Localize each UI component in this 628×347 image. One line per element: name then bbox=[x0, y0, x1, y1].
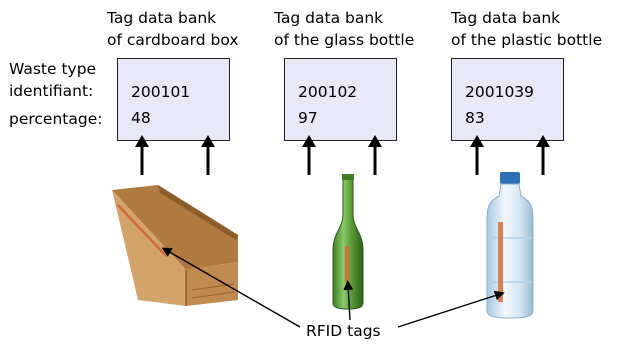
data-bank-cardboard: 200101 48 bbox=[117, 58, 230, 141]
caption-plastic-line1: Tag data bank bbox=[451, 9, 561, 27]
percentage-label: percentage: bbox=[9, 110, 103, 128]
waste-type-label-line1: Waste type bbox=[9, 60, 97, 78]
plastic-percentage: 83 bbox=[465, 109, 485, 127]
cardboard-box-image bbox=[112, 185, 238, 306]
waste-type-label-line2: identifiant: bbox=[9, 82, 94, 100]
caption-glass-line1: Tag data bank bbox=[274, 9, 384, 27]
data-bank-glass: 200102 97 bbox=[284, 58, 397, 141]
caption-glass-line2: of the glass bottle bbox=[274, 31, 415, 49]
plastic-waste-id: 2001039 bbox=[465, 83, 535, 101]
glass-percentage: 97 bbox=[298, 109, 318, 127]
pointer-to-glass-tag bbox=[343, 280, 354, 321]
pointer-to-plastic-tag bbox=[397, 290, 505, 328]
arrow-group bbox=[135, 135, 550, 175]
cardboard-percentage: 48 bbox=[131, 109, 151, 127]
rfid-tags-label: RFID tags bbox=[306, 322, 381, 340]
plastic-bottle-image bbox=[486, 172, 534, 319]
caption-cardboard: Tag data bank of cardboard box bbox=[107, 7, 239, 51]
pointer-to-cardboard-tag bbox=[161, 247, 301, 328]
caption-plastic-line2: of the plastic bottle bbox=[451, 31, 603, 49]
caption-plastic: Tag data bank of the plastic bottle bbox=[451, 7, 602, 51]
glass-waste-id: 200102 bbox=[298, 83, 358, 101]
caption-cardboard-line1: Tag data bank bbox=[107, 9, 217, 27]
waste-type-label: Waste type identifiant: bbox=[9, 58, 96, 102]
caption-glass: Tag data bank of the glass bottle bbox=[274, 7, 414, 51]
glass-bottle-image bbox=[332, 174, 364, 310]
rfid-pointer-lines bbox=[161, 247, 505, 328]
cardboard-waste-id: 200101 bbox=[131, 83, 191, 101]
caption-cardboard-line2: of cardboard box bbox=[107, 31, 239, 49]
data-bank-plastic: 2001039 83 bbox=[451, 58, 564, 141]
